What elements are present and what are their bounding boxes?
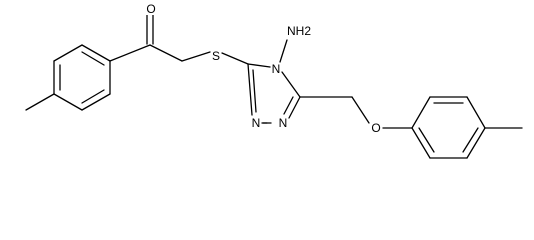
bond bbox=[81, 93, 111, 111]
bond bbox=[81, 51, 105, 66]
triazole-n2-label: N bbox=[279, 116, 288, 130]
bond bbox=[279, 39, 288, 63]
carbonyl-oxygen-label: O bbox=[146, 2, 155, 16]
ketone-linker bbox=[109, 14, 249, 65]
bond bbox=[149, 44, 183, 62]
ether-oxygen-label: O bbox=[371, 121, 380, 135]
bond bbox=[252, 69, 257, 113]
bond bbox=[81, 44, 111, 62]
structure-canvas: O S NH2 N N N O bbox=[25, 2, 523, 159]
bond bbox=[221, 52, 249, 65]
bond bbox=[466, 127, 486, 159]
bond bbox=[53, 93, 83, 111]
bond bbox=[411, 96, 431, 129]
triazole-n4-label: N bbox=[272, 62, 281, 76]
bond bbox=[181, 51, 211, 62]
bond bbox=[247, 63, 253, 116]
bond bbox=[411, 127, 431, 159]
bond bbox=[351, 96, 370, 124]
amino-label: NH2 bbox=[287, 24, 311, 38]
bond bbox=[109, 44, 151, 62]
molecule-diagram: O S NH2 N N N O bbox=[25, 2, 523, 159]
bond bbox=[418, 127, 435, 153]
bond bbox=[283, 96, 294, 115]
right-tolyl-ring bbox=[411, 96, 523, 159]
bond bbox=[281, 71, 301, 98]
triazole-n1-label: N bbox=[252, 116, 261, 130]
bond bbox=[53, 44, 83, 62]
left-tolyl-ring bbox=[25, 44, 111, 111]
bond bbox=[466, 96, 486, 129]
atom-labels: O S NH2 N N N O bbox=[145, 2, 381, 135]
bond bbox=[247, 63, 271, 68]
bond bbox=[288, 96, 301, 119]
sulfur-label: S bbox=[212, 49, 220, 63]
bond bbox=[81, 89, 105, 104]
bond bbox=[462, 127, 479, 153]
bond bbox=[25, 93, 55, 111]
triazole-ring bbox=[247, 39, 413, 129]
